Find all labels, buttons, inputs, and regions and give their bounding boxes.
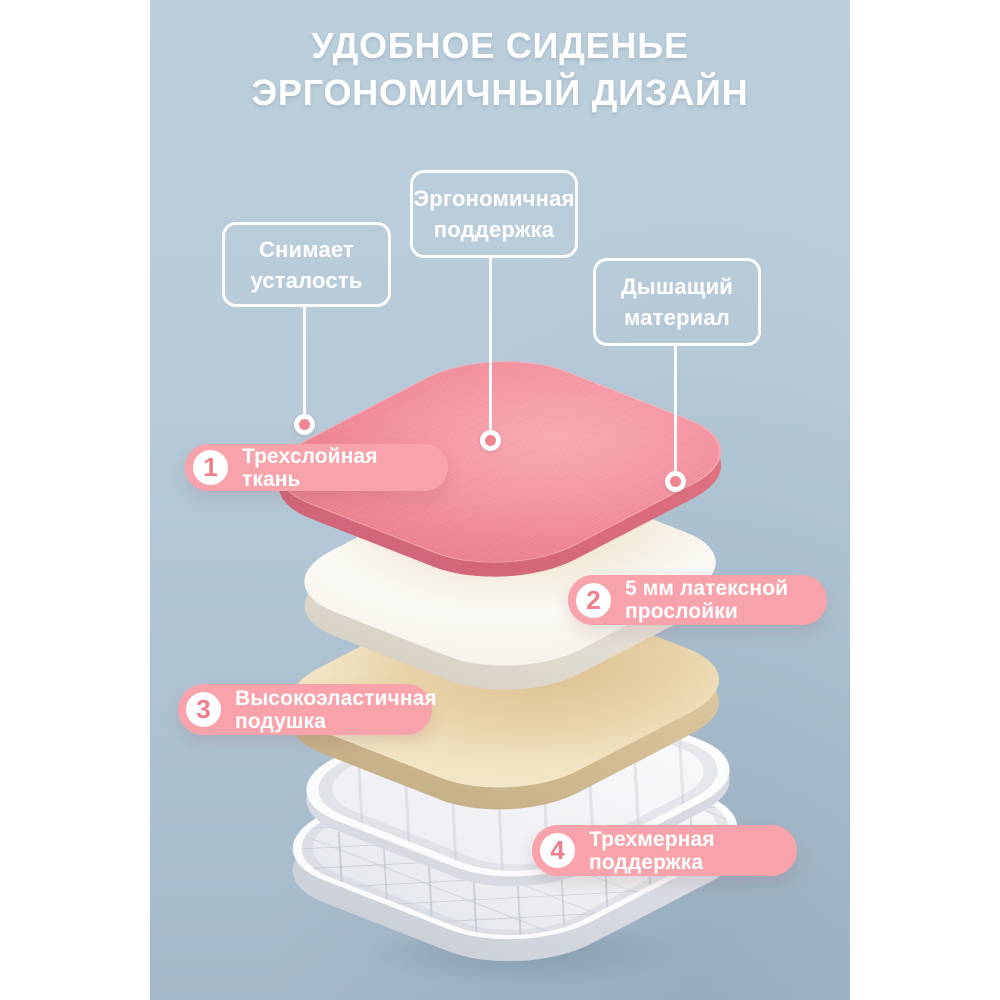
- feature-pill-latex-layer: 2 5 мм латексной прослойки: [568, 575, 827, 625]
- feature-text-2-line1: 5 мм латексной: [625, 577, 789, 600]
- feature-number-2: 2: [576, 582, 611, 618]
- feature-text-3-line1: Высокоэластичная: [235, 686, 437, 710]
- connector-line-2: [488, 258, 492, 430]
- callout-ergonomic-support: Эргономичная поддержка: [410, 170, 578, 258]
- feature-pill-three-layer-fabric: 1 Трехслойная ткань: [185, 444, 448, 491]
- connector-line-3: [673, 346, 677, 471]
- callout-breathable-material-line2: материал: [623, 305, 730, 330]
- feature-text-4: Трехмерная поддержка: [589, 828, 715, 874]
- callout-ergonomic-support-line1: Эргономичная: [413, 186, 575, 211]
- feature-pill-3d-support: 4 Трехмерная поддержка: [532, 825, 797, 876]
- feature-text-1-line1: Трехслойная ткань: [242, 444, 378, 491]
- callout-breathable-material-line1: Дышащий: [620, 274, 734, 299]
- feature-text-4-line1: Трехмерная: [589, 827, 715, 851]
- feature-number-1: 1: [193, 450, 228, 485]
- pointer-dot-1: [293, 413, 315, 435]
- poster-title: УДОБНОЕ СИДЕНЬЕ ЭРГОНОМИЧНЫЙ ДИЗАЙН: [150, 22, 850, 116]
- title-line-2: ЭРГОНОМИЧНЫЙ ДИЗАЙН: [251, 72, 749, 113]
- callout-ergonomic-support-line2: поддержка: [433, 217, 555, 242]
- product-poster: УДОБНОЕ СИДЕНЬЕ ЭРГОНОМИЧНЫЙ ДИЗАЙН: [150, 0, 850, 1000]
- feature-pill-elastic-cushion: 3 Высокоэластичная подушка: [178, 684, 437, 735]
- feature-number-4: 4: [540, 833, 575, 868]
- connector-line-1: [302, 307, 306, 414]
- pointer-dot-2: [479, 429, 501, 451]
- feature-text-2: 5 мм латексной прослойки: [625, 577, 788, 623]
- feature-text-2-line2: прослойки: [625, 600, 738, 623]
- feature-text-3: Высокоэластичная подушка: [235, 687, 437, 733]
- callout-breathable-material: Дышащий материал: [593, 258, 761, 346]
- pointer-dot-3: [664, 470, 686, 492]
- title-line-1: УДОБНОЕ СИДЕНЬЕ: [311, 25, 689, 66]
- feature-text-4-line2: поддержка: [589, 850, 704, 874]
- feature-text-1: Трехслойная ткань: [242, 445, 436, 491]
- feature-number-3: 3: [186, 692, 221, 727]
- callout-relieves-fatigue-line1: Снимает: [258, 236, 355, 262]
- callout-relieves-fatigue: Снимает усталость: [222, 222, 391, 307]
- feature-text-3-line2: подушка: [235, 709, 326, 733]
- callout-relieves-fatigue-line2: усталость: [250, 267, 363, 293]
